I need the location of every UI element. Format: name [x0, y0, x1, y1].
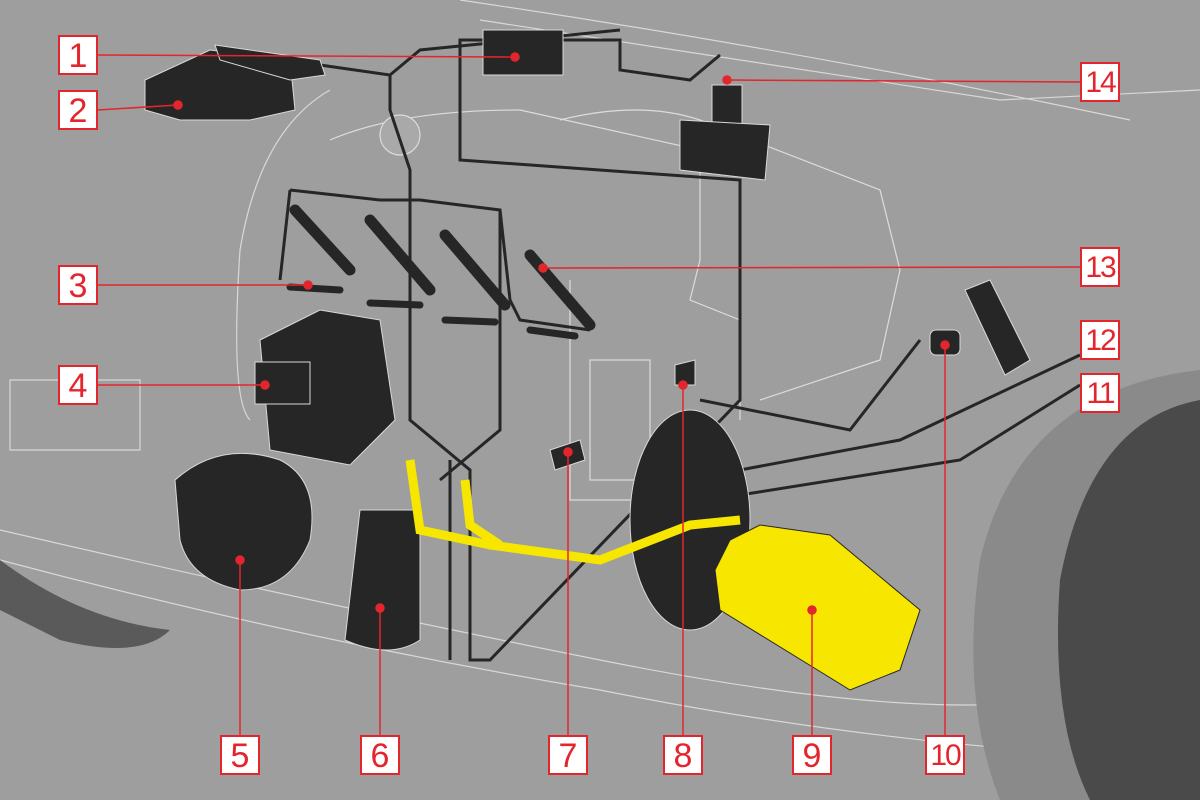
control-unit-1 [482, 29, 564, 76]
tire [1058, 400, 1200, 800]
callout-label-3: 3 [58, 265, 98, 305]
diagnostic-tester [405, 459, 921, 691]
spark-plugs [286, 204, 596, 340]
callout-lines [97, 52, 1081, 735]
callout-label-2: 2 [58, 90, 98, 130]
callout-label-11: 11 [1080, 373, 1120, 413]
callout-label-1: 1 [58, 35, 98, 75]
callout-label-6: 6 [360, 735, 400, 775]
front-tire [0, 560, 170, 648]
callout-label-5: 5 [220, 735, 260, 775]
callout-label-7: 7 [548, 735, 588, 775]
callout-label-14: 14 [1080, 62, 1120, 102]
engine-block [329, 109, 901, 501]
accelerator-pedal [964, 279, 1031, 376]
callout-label-10: 10 [925, 735, 965, 775]
alternator [174, 452, 313, 591]
air-intake [679, 119, 771, 181]
callout-label-8: 8 [663, 735, 703, 775]
wiring-harness [278, 28, 1081, 662]
ignition-coil-block [259, 309, 396, 466]
callout-label-12: 12 [1080, 320, 1120, 360]
callout-label-4: 4 [58, 365, 98, 405]
ignition-coil [344, 509, 421, 651]
callout-label-13: 13 [1080, 247, 1120, 287]
sensor-8 [674, 359, 696, 386]
callout-label-9: 9 [792, 735, 832, 775]
